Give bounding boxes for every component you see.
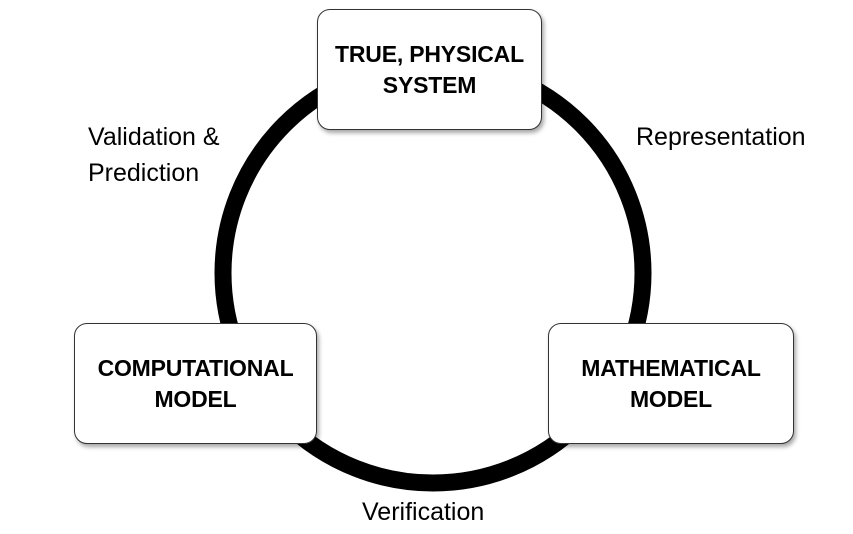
node-true-physical-system: TRUE, PHYSICAL SYSTEM <box>317 9 542 130</box>
node-mathematical-model: MATHEMATICAL MODEL <box>548 323 794 444</box>
edge-label-validation-prediction: Validation & Prediction <box>88 123 220 187</box>
node-true-physical-system-label: TRUE, PHYSICAL SYSTEM <box>335 40 524 98</box>
edge-label-representation: Representation <box>636 123 806 151</box>
edge-label-verification: Verification <box>362 498 485 526</box>
node-computational-model-label: COMPUTATIONAL MODEL <box>97 354 294 412</box>
node-computational-model: COMPUTATIONAL MODEL <box>74 323 317 444</box>
node-mathematical-model-label: MATHEMATICAL MODEL <box>581 354 761 412</box>
